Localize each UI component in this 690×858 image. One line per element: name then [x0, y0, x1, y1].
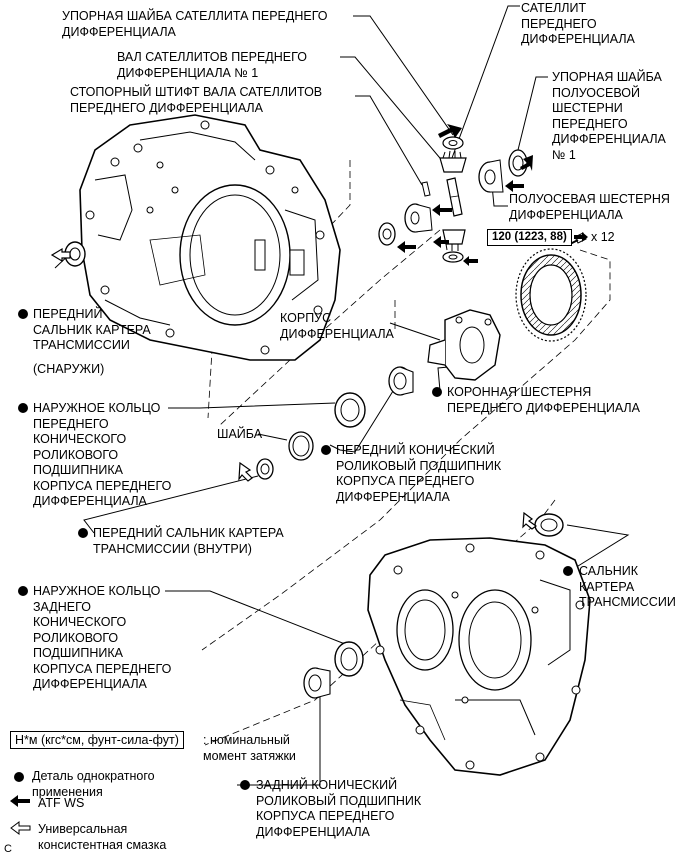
non-reusable-dot-icon	[563, 566, 573, 576]
pinion-shaft-pin	[421, 181, 431, 197]
label-pinion-gear: САТЕЛЛИТ ПЕРЕДНЕГО ДИФФЕРЕНЦИАЛА	[521, 1, 635, 46]
rear-bearing-callout	[240, 778, 254, 794]
torque-spec-box: 120 (1223, 88)	[487, 229, 572, 246]
front-outer-race-callout	[18, 401, 32, 417]
front-seal-outside	[64, 241, 86, 267]
rear-outer-race-callout	[18, 584, 32, 600]
side-gear-washer-left	[378, 222, 396, 246]
label-side-gear: ПОЛУОСЕВАЯ ШЕСТЕРНЯ ДИФФЕРЕНЦИАЛА	[509, 192, 670, 222]
label-washer: ШАЙБА	[217, 427, 263, 441]
legend-non-reusable: Деталь однократного применения	[32, 769, 155, 799]
transmission-case-seal	[534, 513, 564, 537]
label-rear-bearing: ЗАДНИЙ КОНИЧЕСКИЙ РОЛИКОВЫЙ ПОДШИПНИК КО…	[256, 778, 422, 839]
label-ring-gear: КОРОННАЯ ШЕСТЕРНЯ ПЕРЕДНЕГО ДИФФЕРЕНЦИАЛ…	[447, 385, 640, 415]
grease-arrows	[50, 247, 538, 530]
label-front-seal-inside: ПЕРЕДНИЙ САЛЬНИК КАРТЕРА ТРАНСМИССИИ (ВН…	[93, 526, 284, 556]
ring-gear	[515, 248, 587, 342]
pinion-gear	[439, 150, 467, 173]
trans-seal-callout	[563, 564, 577, 580]
side-gear-left	[404, 203, 433, 233]
non-reusable-dot-icon	[78, 528, 88, 538]
transmission-housing-rear	[367, 537, 591, 776]
front-seal-outside-callout	[18, 307, 32, 323]
label-pinion-shaft: ВАЛ САТЕЛЛИТОВ ПЕРЕДНЕГО ДИФФЕРЕНЦИАЛА №…	[117, 50, 307, 80]
label-pinion-shaft-pin: СТОПОРНЫЙ ШТИФТ ВАЛА САТЕЛЛИТОВ ПЕРЕДНЕГ…	[70, 85, 323, 115]
leader-lines	[54, 5, 630, 786]
legend-torque-units: Н*м (кгс*см, фунт-сила-фут)	[10, 731, 184, 749]
non-reusable-dot-icon	[240, 780, 250, 790]
front-seal-inside	[256, 458, 274, 480]
non-reusable-dot-icon	[321, 445, 331, 455]
ring-gear-callout	[432, 385, 446, 401]
label-outside: (СНАРУЖИ)	[33, 362, 105, 376]
legend-grease: Универсальная консистентная смазка	[38, 822, 167, 852]
label-front-seal-outside: ПЕРЕДНИЙ САЛЬНИК КАРТЕРА ТРАНСМИССИИ	[33, 307, 151, 352]
label-front-outer-race: НАРУЖНОЕ КОЛЬЦО ПЕРЕДНЕГО КОНИЧЕСКОГО РО…	[33, 401, 172, 508]
label-side-gear-washer: УПОРНАЯ ШАЙБА ПОЛУОСЕВОЙ ШЕСТЕРНИ ПЕРЕДН…	[552, 70, 666, 162]
rear-tapered-roller-bearing	[303, 667, 331, 699]
bolt-count: x 12	[591, 230, 615, 244]
non-reusable-dot-icon	[18, 309, 28, 319]
legend-symbols	[10, 772, 31, 835]
legend-torque-desc: : номинальный момент затяжки	[203, 733, 296, 763]
label-front-bearing: ПЕРЕДНИЙ КОНИЧЕСКИЙ РОЛИКОВЫЙ ПОДШИПНИК …	[336, 443, 502, 504]
side-gear-washer	[508, 149, 528, 177]
label-differential-case: КОРПУС ДИФФЕРЕНЦИАЛА	[280, 311, 394, 341]
rear-outer-race	[334, 641, 364, 677]
non-reusable-dot-icon	[18, 586, 28, 596]
front-tapered-roller-bearing	[388, 366, 414, 396]
front-seal-inside-callout	[78, 526, 92, 542]
side-gear-right	[478, 159, 504, 193]
label-transmission-case-seal: САЛЬНИК КАРТЕРА ТРАНСМИССИИ	[579, 564, 676, 609]
pinion-thrust-washer	[442, 136, 464, 150]
legend-atf: ATF WS	[38, 796, 85, 810]
corner-code: C	[4, 843, 12, 855]
label-pinion-thrust-washer: УПОРНАЯ ШАЙБА САТЕЛЛИТА ПЕРЕДНЕГО ДИФФЕР…	[62, 9, 328, 39]
pinion-thrust-washer-lower	[442, 251, 464, 263]
pinion-shaft	[446, 177, 463, 217]
non-reusable-dot-icon	[18, 403, 28, 413]
differential-case	[427, 309, 501, 381]
front-outer-race	[334, 392, 366, 428]
label-rear-outer-race: НАРУЖНОЕ КОЛЬЦО ЗАДНЕГО КОНИЧЕСКОГО РОЛИ…	[33, 584, 172, 691]
front-bearing-callout	[321, 443, 335, 459]
non-reusable-dot-icon	[432, 387, 442, 397]
black-arrows	[397, 124, 588, 266]
washer-shim	[288, 431, 314, 461]
